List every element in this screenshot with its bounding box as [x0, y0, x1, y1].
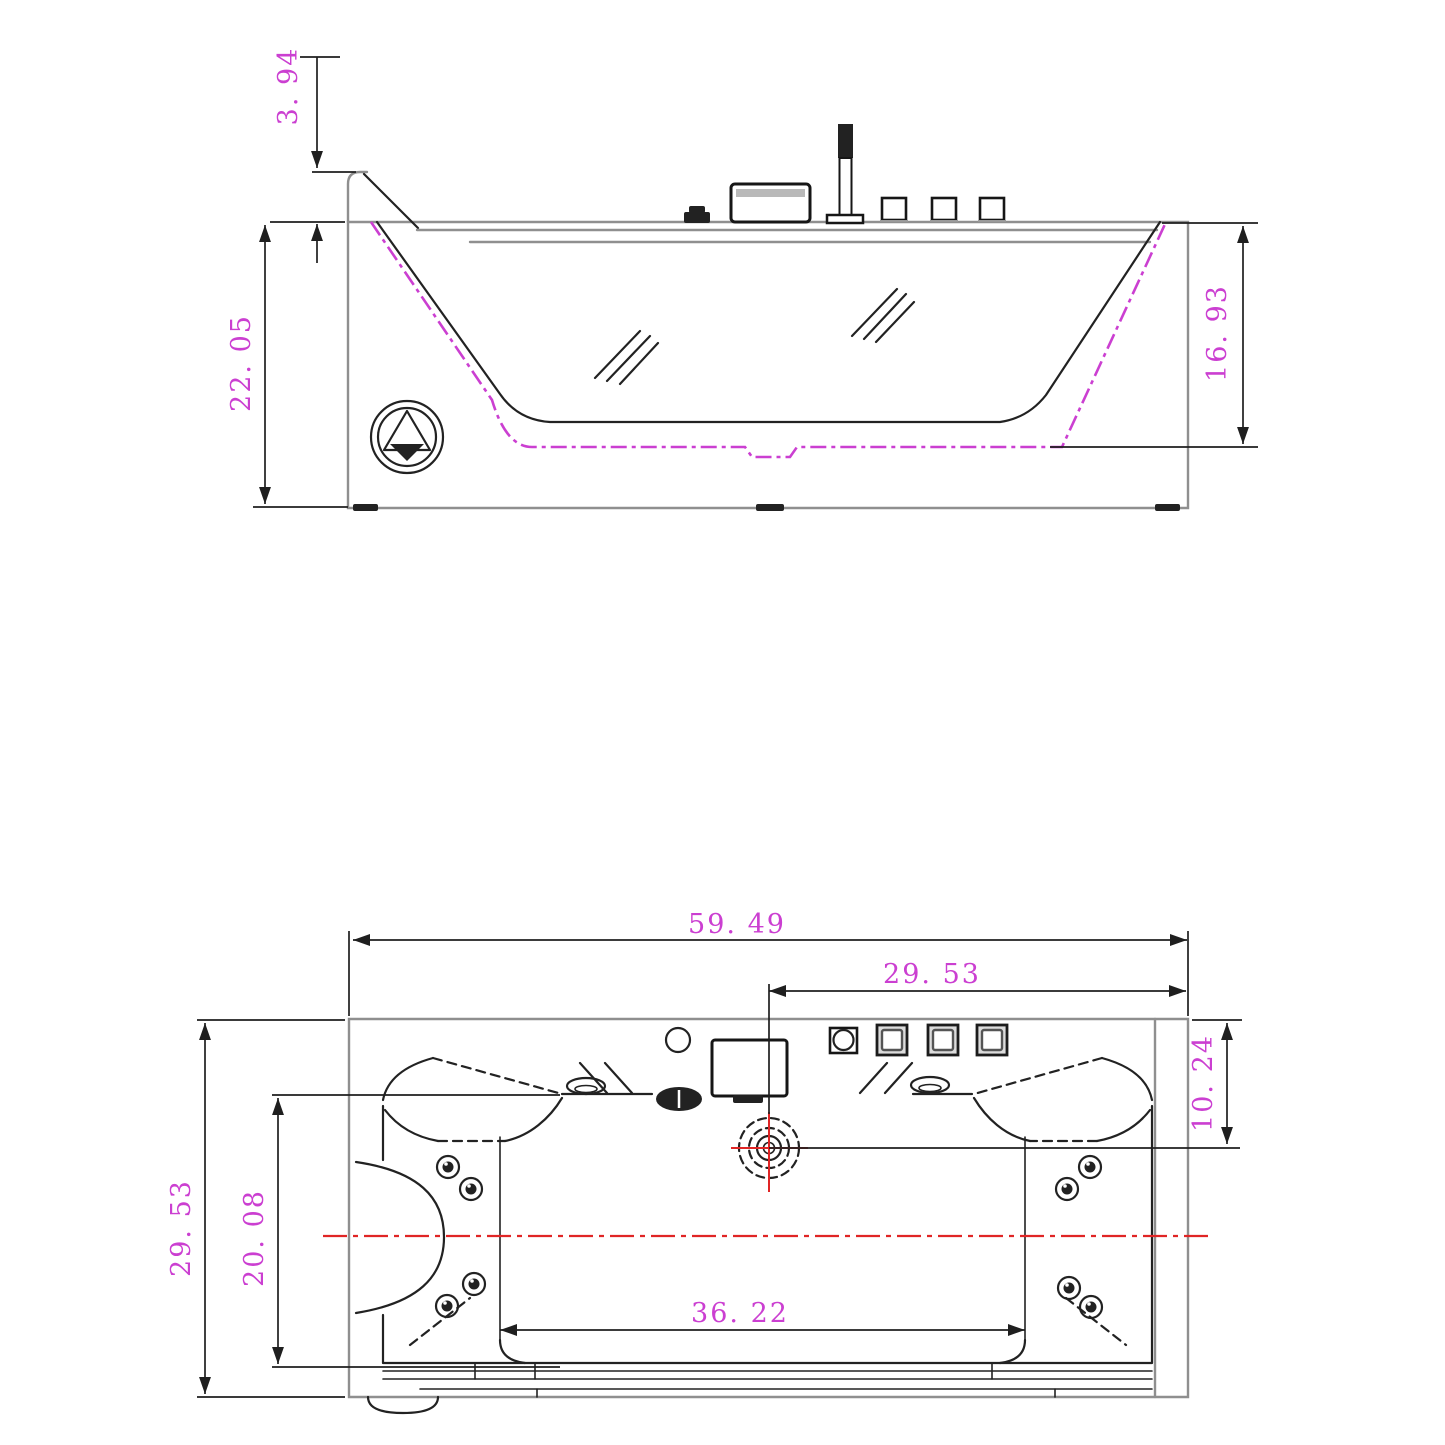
deck-fixtures-plan [565, 1023, 1009, 1111]
dim-label-overall-height: 22. 05 [226, 314, 257, 412]
tub-feet [353, 504, 1180, 511]
waterfall-spout-icon [729, 182, 812, 224]
headrest-pillow [354, 1160, 446, 1315]
dim-label-basin-depth: 16. 93 [1202, 284, 1233, 382]
rim-lines [415, 228, 1159, 244]
dimension-basin-depth: 16. 93 [1050, 222, 1258, 448]
jet-logo-icon [369, 399, 445, 475]
dim-label-floor-length: 36. 22 [691, 1298, 789, 1329]
control-buttons-plan [875, 1023, 1009, 1057]
deck-faucet-set [684, 124, 1006, 225]
basin-walls [381, 1104, 1154, 1365]
dim-label-drain-to-right: 29. 53 [883, 959, 981, 990]
dimension-floor-length: 36. 22 [500, 1298, 1025, 1336]
deck-jet-oval [565, 1076, 607, 1096]
jet-icon [1054, 1176, 1080, 1202]
hand-shower-icon [825, 124, 865, 225]
dim-label-inner-width: 20. 08 [239, 1189, 270, 1287]
dimension-drain-to-right: 29. 53 [769, 959, 1186, 997]
small-knob-icon [684, 206, 710, 223]
diverter-knob [656, 1087, 702, 1111]
control-knobs [880, 196, 1006, 222]
jet-icon [461, 1271, 487, 1297]
basin-floor [408, 1136, 1128, 1365]
dim-label-overall-length: 59. 49 [688, 909, 786, 940]
dimension-edge-to-drain: 10. 24 [1188, 1019, 1242, 1144]
dimension-overall-length: 59. 49 [348, 909, 1189, 1016]
dim-label-overall-width: 29. 53 [166, 1179, 197, 1277]
corner-slope-top-left [381, 1056, 564, 1143]
spout-plan [710, 1038, 789, 1103]
headrest-profile [346, 170, 369, 224]
faucet-hole [664, 1026, 692, 1054]
jet-icon [458, 1176, 484, 1202]
drain-icon [731, 1112, 808, 1192]
dimension-headrest-height: 3. 94 [270, 47, 356, 263]
front-elevation-view: 3. 94 22. 05 16. 93 [226, 47, 1258, 511]
jet-icon [435, 1154, 461, 1180]
top-plan-view: 59. 49 29. 53 10. 24 29. 53 20. 08 36. [166, 909, 1242, 1415]
deck-jet-oval [909, 1075, 951, 1095]
tub-shell-outline [346, 220, 1190, 510]
dimension-inner-width: 20. 08 [239, 1094, 560, 1368]
jet-icon [1077, 1154, 1103, 1180]
foot-pad [366, 1395, 440, 1415]
skirt-lines [366, 1362, 1153, 1415]
dim-label-edge-to-drain: 10. 24 [1188, 1034, 1219, 1132]
air-control [828, 1026, 859, 1055]
basin-profile [375, 220, 1162, 424]
corner-slope-top-right [972, 1056, 1154, 1143]
glass-hatch-icon [593, 287, 916, 386]
dimension-overall-width: 29. 53 [166, 1019, 345, 1398]
headrest-slope [362, 172, 420, 230]
side-jets [434, 1154, 1104, 1320]
jet-icon [1056, 1275, 1082, 1301]
waterline [369, 221, 1168, 459]
dimension-overall-height: 22. 05 [226, 225, 348, 508]
jet-icon [434, 1293, 460, 1319]
drain-crosshair [731, 1112, 808, 1192]
dim-label-headrest-height: 3. 94 [273, 47, 304, 126]
plan-outline [347, 1017, 1190, 1399]
jet-icon [1078, 1294, 1104, 1320]
